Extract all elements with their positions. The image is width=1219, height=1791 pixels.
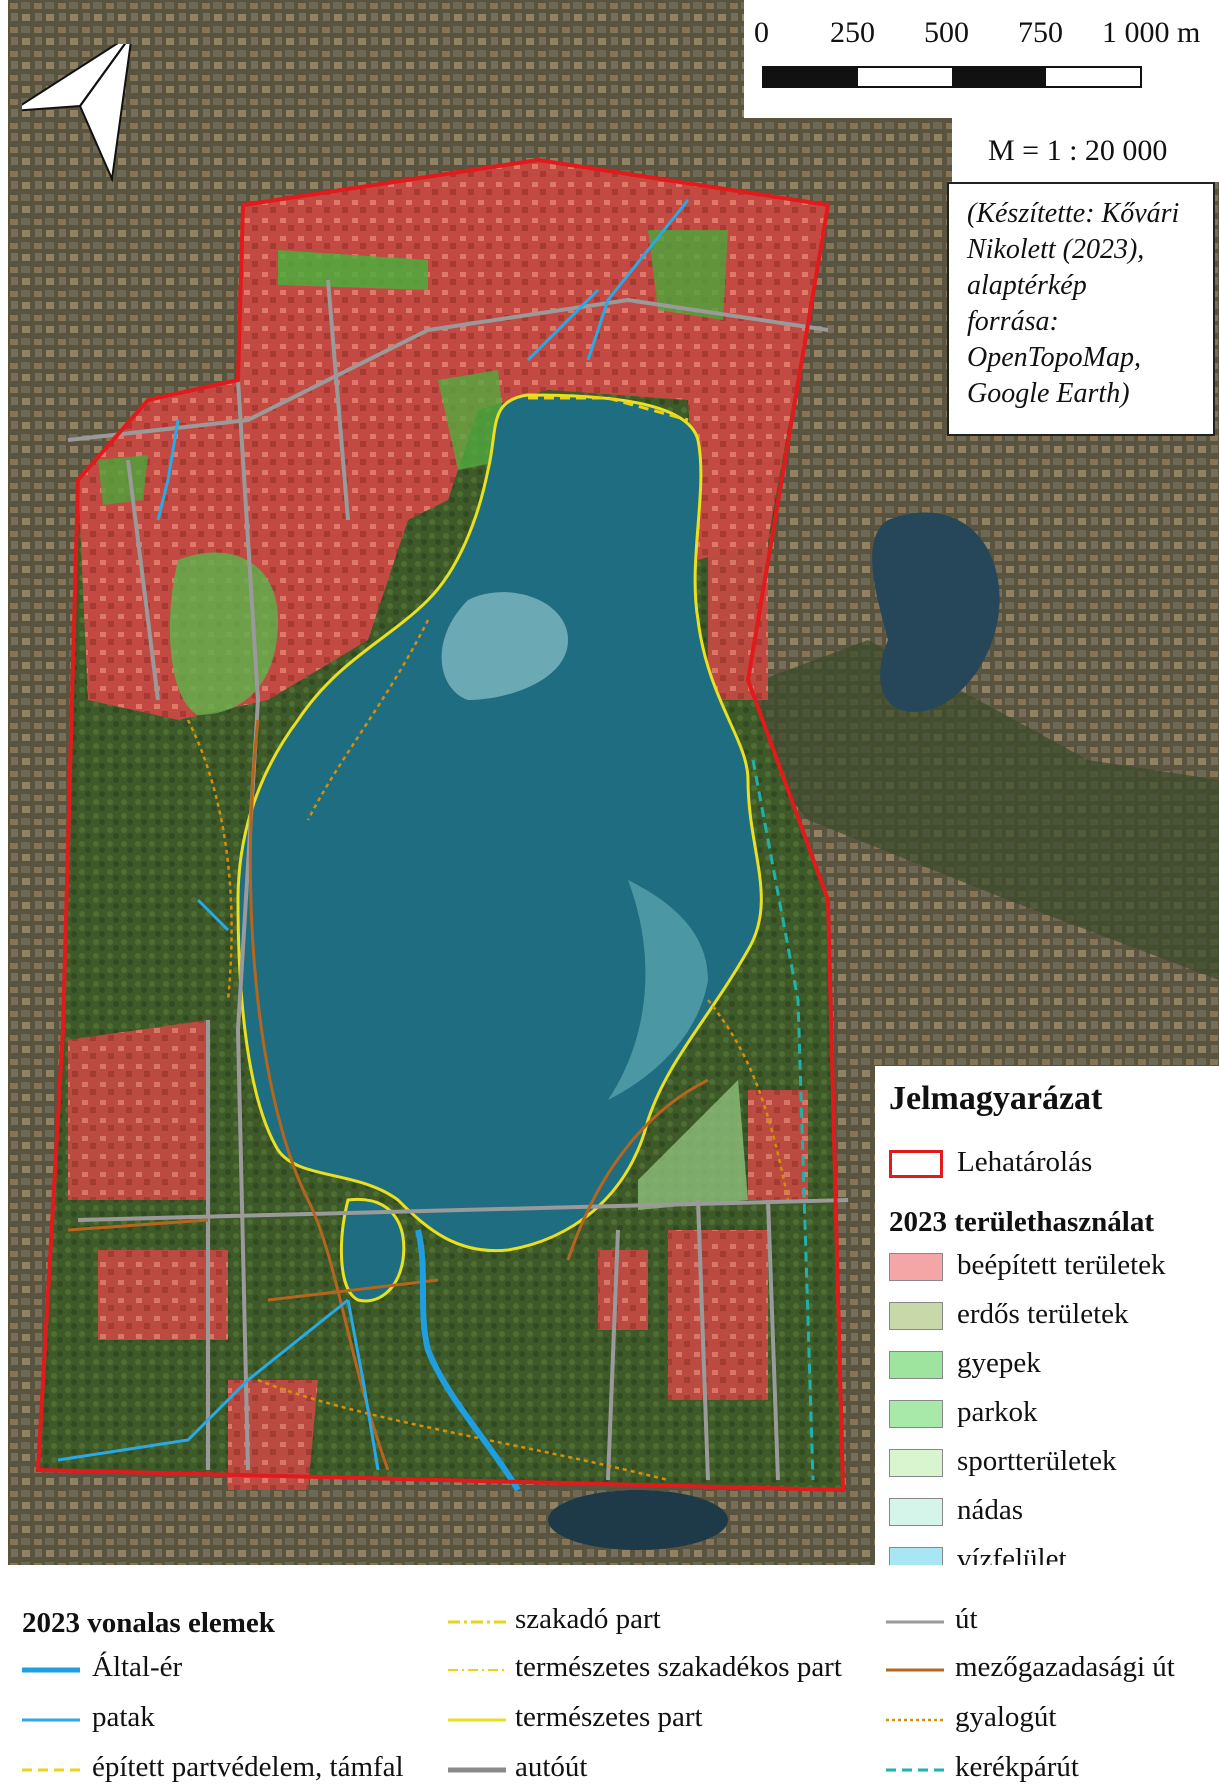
landuse-title: 2023 területhasználat: [889, 1206, 1154, 1238]
line-symbol-motorway: [448, 1767, 506, 1773]
credit-line-2: Nikolett (2023),: [967, 234, 1145, 265]
line-label-motorway: autóút: [515, 1751, 588, 1783]
landuse-swatch-grass: [889, 1351, 943, 1379]
scale-ratio: M = 1 : 20 000: [988, 134, 1168, 167]
line-symbol-footpath: [886, 1718, 944, 1722]
scale-bar: [762, 66, 1142, 88]
line-label-eroding-bank: szakadó part: [515, 1603, 661, 1635]
credit-box: (Készítette: Kővári Nikolett (2023), ala…: [947, 182, 1215, 436]
scale-tick-250: 250: [830, 16, 875, 49]
north-arrow-icon: [22, 44, 132, 183]
scale-bar-box: 0 250 500 750 1 000 m: [744, 0, 1219, 118]
line-symbol-patak: [22, 1718, 80, 1722]
landuse-swatch-forest: [889, 1302, 943, 1330]
line-label-footpath: gyalogút: [955, 1701, 1057, 1733]
line-label-patak: patak: [92, 1701, 155, 1733]
landuse-swatch-park: [889, 1400, 943, 1428]
landuse-swatch-reed: [889, 1498, 943, 1526]
scale-ratio-box: M = 1 : 20 000: [952, 118, 1219, 182]
line-label-altal-er: Által-ér: [92, 1651, 183, 1683]
legend-box: Jelmagyarázat Lehatárolás 2023 területha…: [875, 1066, 1219, 1575]
landuse-swatch-sport: [889, 1449, 943, 1477]
credit-line-5: OpenTopoMap,: [967, 342, 1141, 373]
line-label-road: út: [955, 1603, 978, 1635]
line-label-coastal-protection: épített partvédelem, támfal: [92, 1751, 404, 1783]
credit-line-1: (Készítette: Kővári: [967, 198, 1180, 229]
landuse-label-reed: nádas: [957, 1494, 1024, 1526]
line-symbol-bike-path: [886, 1768, 944, 1772]
line-symbol-agricultural-road: [886, 1668, 944, 1672]
legend-title: Jelmagyarázat: [889, 1080, 1103, 1117]
line-label-natural-bank: természetes part: [515, 1701, 703, 1733]
boundary-swatch: [889, 1150, 943, 1178]
line-legend: 2023 vonalas elemek Által-ér patak építe…: [0, 1565, 1219, 1791]
scale-tick-500: 500: [924, 16, 969, 49]
line-label-natural-gully-bank: természetes szakadékos part: [515, 1651, 842, 1683]
scale-tick-1000: 1 000 m: [1102, 16, 1201, 49]
line-symbol-altal-er: [22, 1667, 80, 1673]
landuse-label-forest: erdős területek: [957, 1298, 1129, 1330]
scale-tick-0: 0: [754, 16, 769, 49]
landuse-label-grass: gyepek: [957, 1347, 1041, 1379]
line-legend-title: 2023 vonalas elemek: [22, 1607, 275, 1639]
boundary-label: Lehatárolás: [957, 1146, 1093, 1178]
line-symbol-road: [886, 1620, 944, 1624]
line-symbol-eroding-bank: [448, 1620, 506, 1624]
line-label-agricultural-road: mezőgazadasági út: [955, 1651, 1175, 1683]
landuse-label-park: parkok: [957, 1396, 1038, 1428]
line-symbol-natural-gully-bank: [448, 1669, 506, 1671]
credit-text: (Készítette: Kővári Nikolett (2023), ala…: [967, 196, 1179, 412]
landuse-label-sport: sportterületek: [957, 1445, 1117, 1477]
line-label-bike-path: kerékpárút: [955, 1751, 1079, 1783]
line-symbol-natural-bank: [448, 1718, 506, 1722]
credit-line-4: forrása:: [967, 306, 1059, 337]
landuse-label-built: beépített területek: [957, 1249, 1166, 1281]
scale-tick-750: 750: [1018, 16, 1063, 49]
line-symbol-coastal-protection: [22, 1768, 80, 1772]
credit-line-3: alaptérkép: [967, 270, 1087, 301]
credit-line-6: Google Earth): [967, 378, 1130, 409]
landuse-swatch-built: [889, 1253, 943, 1281]
